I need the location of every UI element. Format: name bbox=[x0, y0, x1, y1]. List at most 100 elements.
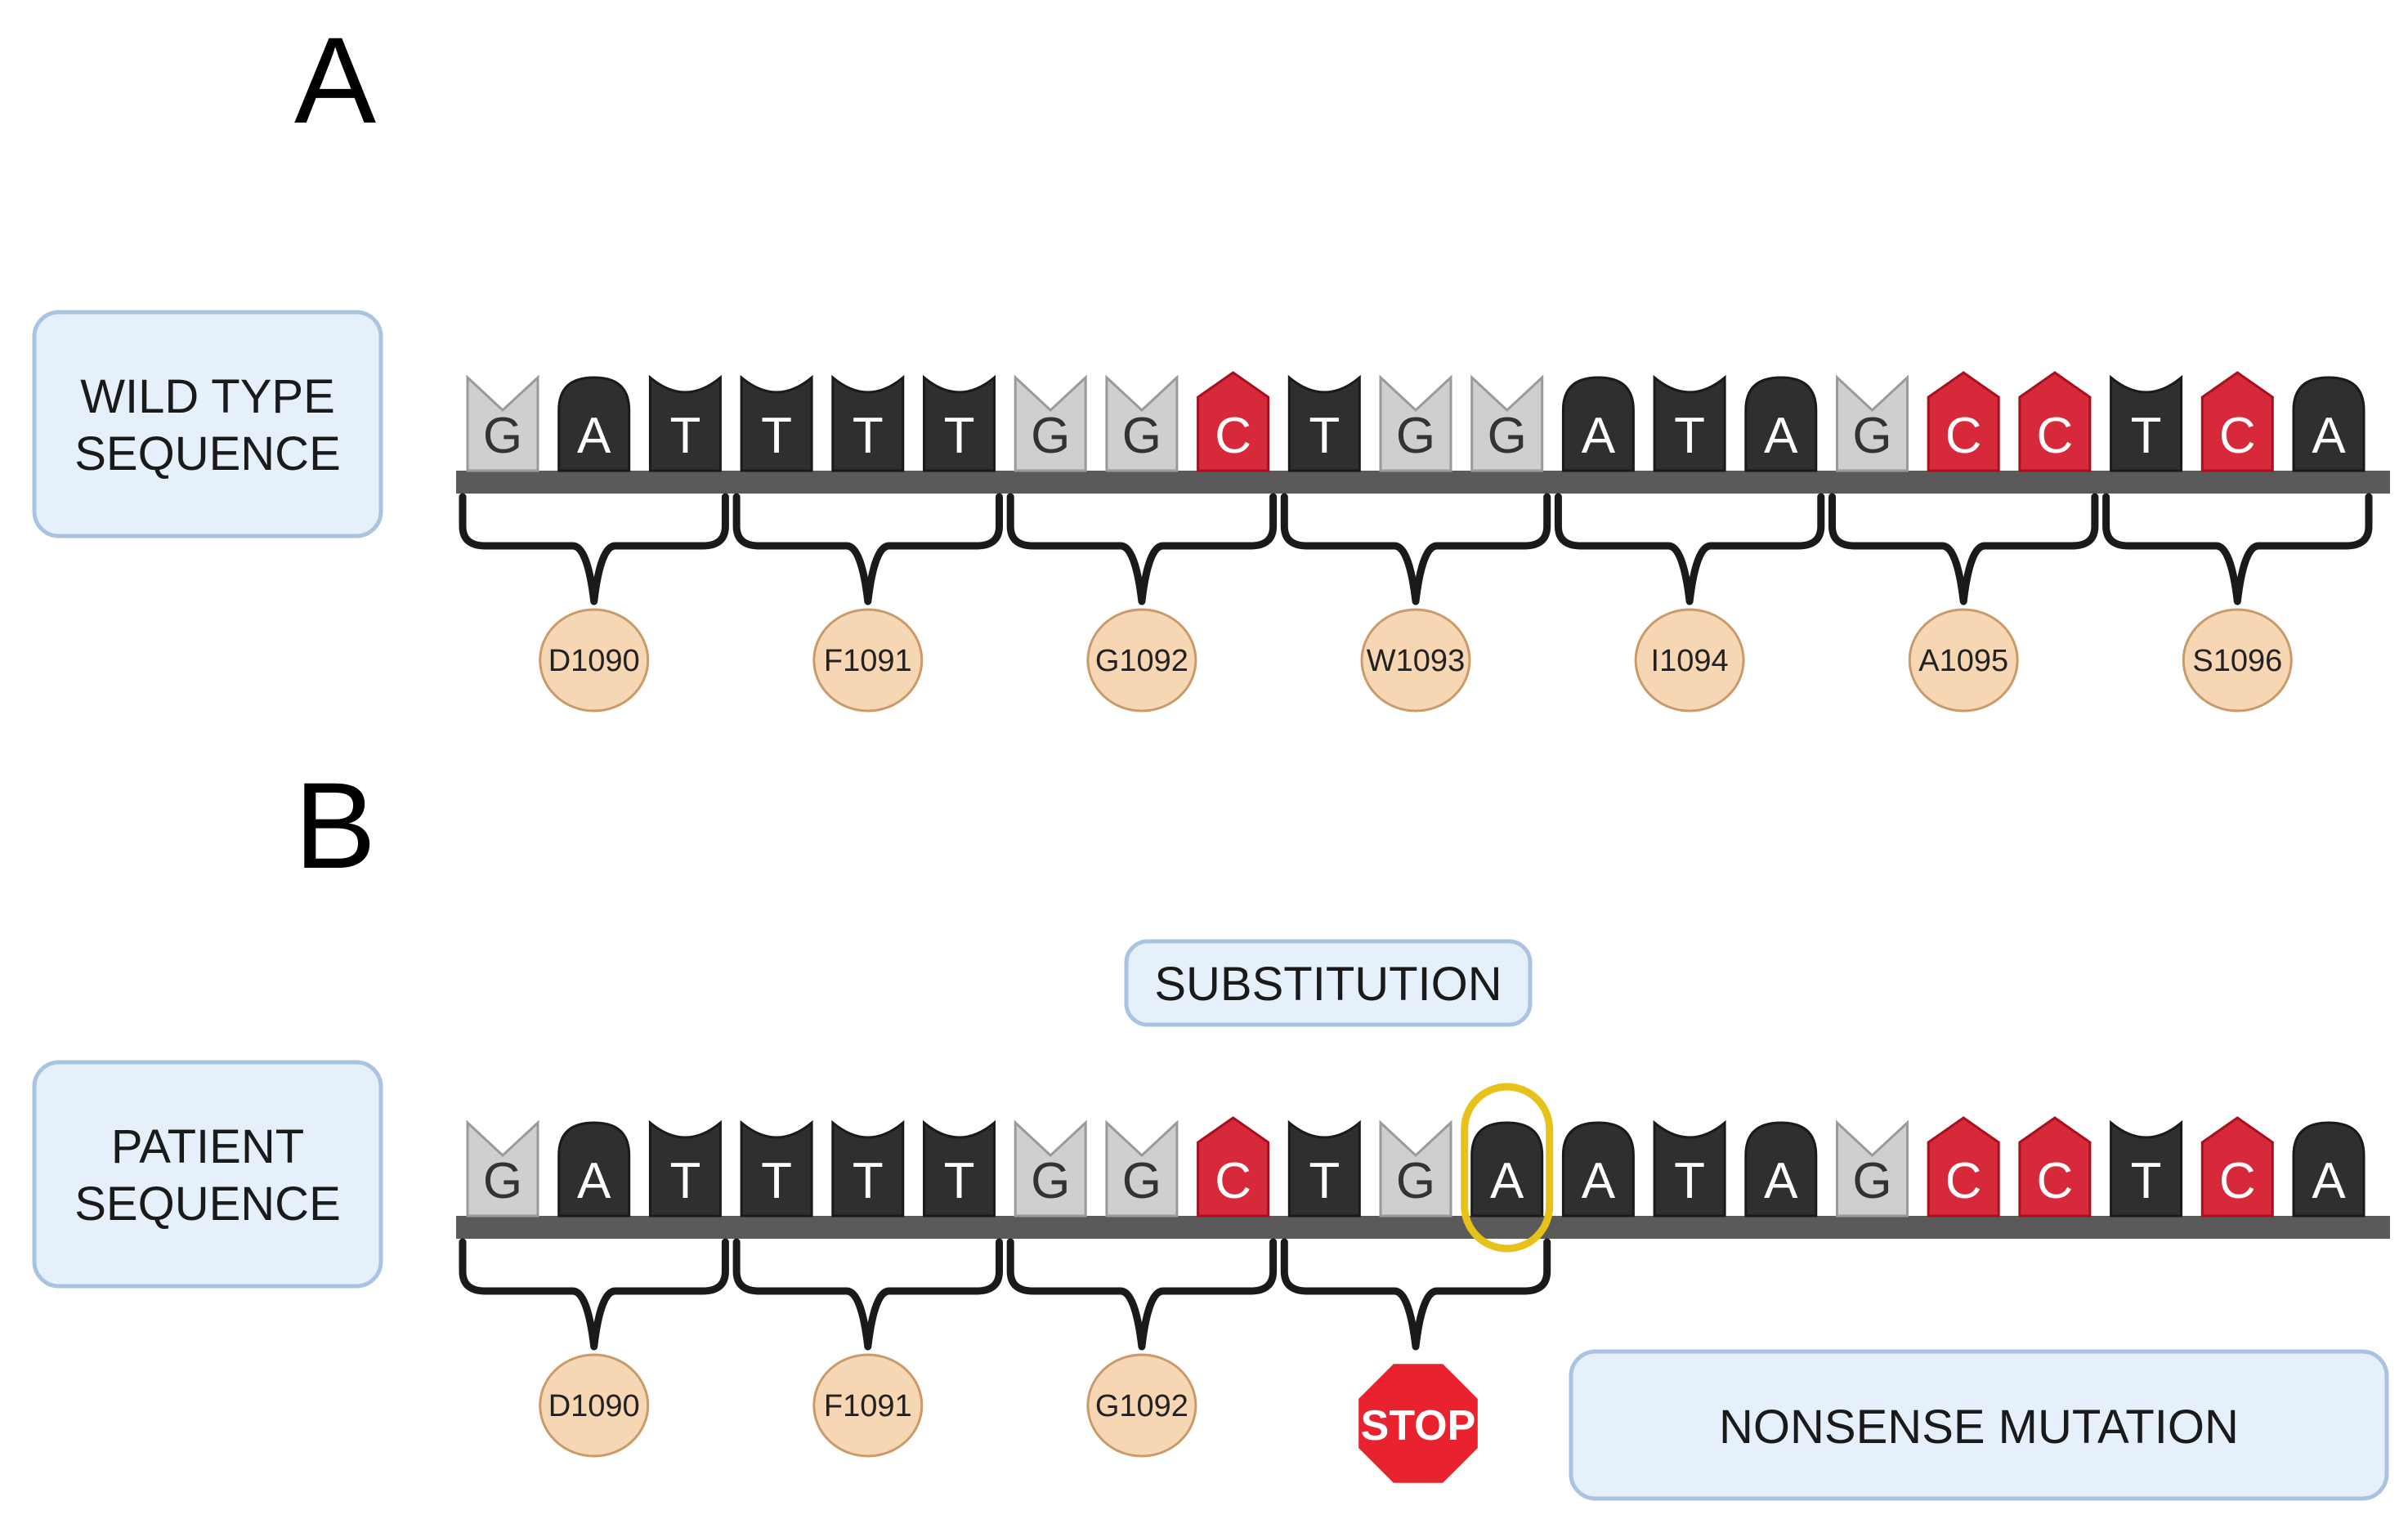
nucleotide: T bbox=[1287, 1119, 1361, 1217]
nucleotide-label: A bbox=[1490, 1153, 1524, 1209]
codon-amino-acid: S1096 bbox=[2182, 608, 2293, 713]
nucleotide-shape bbox=[1014, 1119, 1087, 1217]
nucleotide-shape bbox=[1379, 1119, 1452, 1217]
nucleotide-shape bbox=[1105, 1119, 1179, 1217]
nucleotide: T bbox=[648, 1119, 722, 1217]
nucleotide-shape bbox=[1197, 1116, 1270, 1217]
nucleotide: G bbox=[1836, 374, 1909, 472]
nucleotide-label: G bbox=[1852, 408, 1891, 464]
codon-brace bbox=[1828, 493, 2099, 605]
nucleotide-label: T bbox=[1674, 408, 1705, 464]
nucleotide-shape bbox=[2110, 374, 2183, 472]
nucleotide: G bbox=[1014, 374, 1087, 472]
codon-label: F1091 bbox=[824, 1389, 912, 1423]
nucleotide-shape bbox=[557, 376, 631, 472]
nucleotide-label: G bbox=[1122, 408, 1161, 464]
sequence-label-line1: PATIENT bbox=[111, 1120, 304, 1173]
nucleotide-shape bbox=[1836, 1119, 1909, 1217]
nucleotide: A bbox=[1561, 376, 1635, 472]
nucleotide-shape bbox=[648, 374, 722, 472]
nucleotide-label: T bbox=[761, 408, 792, 464]
nonsense-mutation-label: NONSENSE MUTATION bbox=[1719, 1401, 2239, 1454]
nucleotide-label: T bbox=[944, 1153, 975, 1209]
nucleotide-label: T bbox=[2131, 1153, 2162, 1209]
nucleotide: T bbox=[2110, 374, 2183, 472]
nucleotide: T bbox=[1653, 374, 1726, 472]
nucleotide-label: G bbox=[1396, 1153, 1435, 1209]
nucleotide: G bbox=[1105, 374, 1179, 472]
substitution-label-box: SUBSTITUTION bbox=[1124, 939, 1533, 1027]
codon-amino-acid: F1091 bbox=[812, 1353, 924, 1458]
nucleotide-shape bbox=[1014, 374, 1087, 472]
codon-circle bbox=[812, 608, 924, 713]
nucleotide: C bbox=[1927, 371, 2000, 472]
nucleotide-shape bbox=[1379, 374, 1452, 472]
codon-label: D1090 bbox=[548, 644, 640, 678]
nucleotide-label: G bbox=[1396, 408, 1435, 464]
nucleotide-label: T bbox=[669, 408, 700, 464]
nucleotide-label: A bbox=[1582, 408, 1616, 464]
sequence-label-line2: SEQUENCE bbox=[74, 427, 341, 480]
nucleotide: T bbox=[740, 374, 813, 472]
nucleotide: A bbox=[557, 376, 631, 472]
nucleotide-shape bbox=[1653, 374, 1726, 472]
nucleotide: G bbox=[1836, 1119, 1909, 1217]
nucleotide-shape bbox=[2292, 376, 2365, 472]
nucleotide-shape bbox=[831, 1119, 905, 1217]
nucleotide: T bbox=[923, 1119, 996, 1217]
nucleotide: C bbox=[1197, 1116, 1270, 1217]
nucleotide-shape bbox=[466, 1119, 539, 1217]
nucleotide-shape bbox=[2200, 371, 2274, 472]
panel-letter-a: A bbox=[294, 11, 376, 149]
nucleotide: G bbox=[1105, 1119, 1179, 1217]
nucleotide-label: C bbox=[1945, 1153, 1982, 1209]
nucleotide-shape bbox=[740, 374, 813, 472]
nucleotide-shape bbox=[831, 374, 905, 472]
nucleotide-label: T bbox=[944, 408, 975, 464]
nucleotide-label: A bbox=[1764, 408, 1798, 464]
nucleotide-shape bbox=[2292, 1121, 2365, 1217]
codon-label: D1090 bbox=[548, 1389, 640, 1423]
nucleotide-shape bbox=[740, 1119, 813, 1217]
codon-braces-a bbox=[459, 493, 2373, 605]
nucleotide-label: T bbox=[2131, 408, 2162, 464]
nucleotide: T bbox=[831, 1119, 905, 1217]
nucleotide-label: A bbox=[2312, 408, 2346, 464]
codon-label: W1093 bbox=[1367, 644, 1465, 678]
nucleotide-label: T bbox=[669, 1153, 700, 1209]
codon-label: G1092 bbox=[1095, 1389, 1188, 1423]
dna-backbone-a bbox=[456, 471, 2390, 494]
nucleotide-label: T bbox=[853, 408, 884, 464]
sequence-label-line2: SEQUENCE bbox=[74, 1177, 341, 1231]
sequence-label-box-a: WILD TYPE SEQUENCE bbox=[32, 310, 383, 538]
nucleotide-shape bbox=[2200, 1116, 2274, 1217]
codon-label: I1094 bbox=[1651, 644, 1729, 678]
nucleotide-label: C bbox=[2219, 408, 2256, 464]
nucleotide: A bbox=[557, 1121, 631, 1217]
nucleotide-shape bbox=[1653, 1119, 1726, 1217]
nucleotide-label: T bbox=[761, 1153, 792, 1209]
nucleotide-shape bbox=[466, 374, 539, 472]
codon-circle bbox=[539, 1353, 650, 1458]
nucleotide: A bbox=[1470, 1121, 1544, 1217]
nucleotide-shape bbox=[1561, 376, 1635, 472]
nucleotide: T bbox=[1287, 374, 1361, 472]
codon-amino-acid: D1090 bbox=[539, 1353, 650, 1458]
codon-amino-acid: F1091 bbox=[812, 608, 924, 713]
nucleotide: A bbox=[1561, 1121, 1635, 1217]
nucleotide: A bbox=[2292, 1121, 2365, 1217]
nucleotide-label: G bbox=[1031, 408, 1070, 464]
nucleotide-label: C bbox=[1215, 408, 1251, 464]
nucleotide-label: T bbox=[853, 1153, 884, 1209]
codon-circle bbox=[1086, 1353, 1197, 1458]
nucleotide-label: T bbox=[1309, 408, 1340, 464]
nucleotide: C bbox=[2018, 1116, 2092, 1217]
codon-amino-acid: W1093 bbox=[1360, 608, 1471, 713]
codon-label: A1095 bbox=[1918, 644, 2008, 678]
nucleotide: G bbox=[1014, 1119, 1087, 1217]
nucleotide-label: C bbox=[1945, 408, 1982, 464]
codon-amino-acid: I1094 bbox=[1634, 608, 1745, 713]
nucleotide-label: G bbox=[483, 408, 522, 464]
